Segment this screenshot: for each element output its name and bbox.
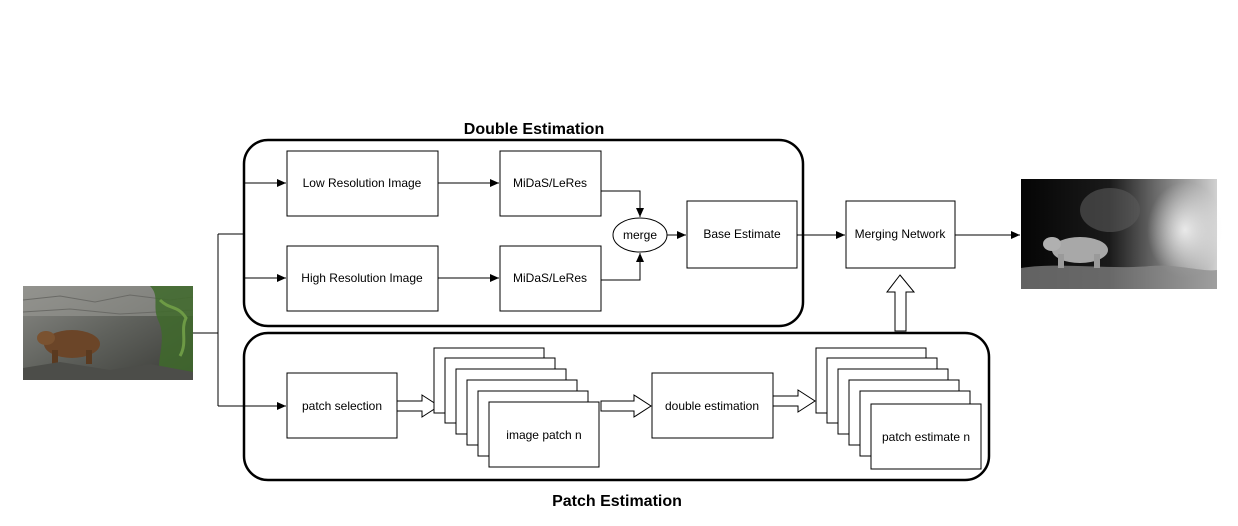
image-patch-label: image patch n (506, 428, 581, 442)
midas-leres-bottom-label: MiDaS/LeRes (513, 271, 587, 285)
patch-selection-label: patch selection (302, 399, 382, 413)
base-estimate-label: Base Estimate (703, 227, 781, 241)
patch-estimate-label: patch estimate n (882, 430, 970, 444)
patch-selection-box (286, 372, 398, 439)
merging-network-box (845, 200, 956, 269)
image-patch-stack (433, 347, 600, 468)
patch-estimate-stack (815, 347, 982, 470)
merge-label: merge (623, 228, 657, 242)
high-resolution-image-label: High Resolution Image (301, 271, 423, 285)
input-split-connector (193, 179, 286, 410)
selection-to-patches-arrow (396, 394, 440, 418)
low-resolution-image-box (286, 150, 439, 217)
double-estimation-to-estimates-arrow (772, 389, 816, 413)
patch-estimation-title: Patch Estimation (552, 493, 682, 510)
patch-to-merging-arrow (885, 274, 916, 332)
input-image (22, 286, 194, 380)
midas-leres-top-box (499, 150, 602, 217)
midas-leres-top-label: MiDaS/LeRes (513, 176, 587, 190)
double-estimation-arrows (438, 179, 1020, 282)
patches-to-double-estimation-arrow (600, 394, 652, 418)
double-estimation-label: double estimation (665, 399, 759, 413)
output-depth-map (1021, 179, 1223, 289)
merging-network-label: Merging Network (855, 227, 947, 241)
low-resolution-image-label: Low Resolution Image (303, 176, 422, 190)
high-resolution-image-box (286, 245, 439, 312)
midas-leres-bottom-box (499, 245, 602, 312)
double-estimation-title: Double Estimation (464, 121, 604, 138)
